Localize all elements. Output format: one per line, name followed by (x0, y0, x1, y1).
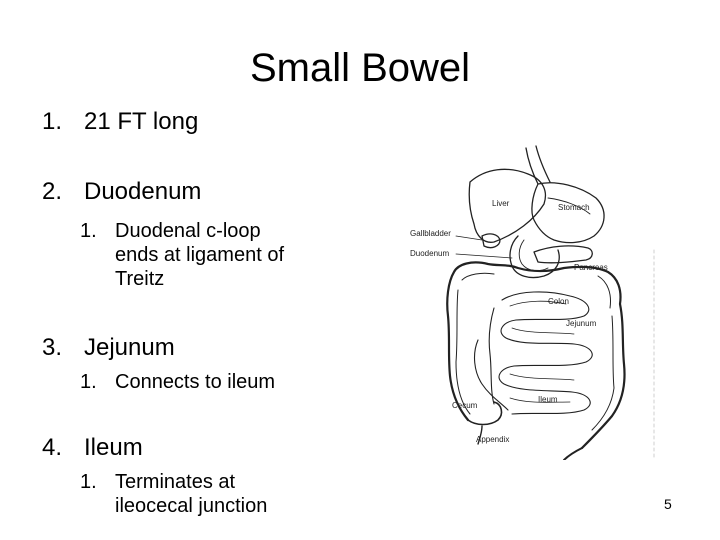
small-intestine-coils (473, 291, 593, 415)
sub-item-ileum: 1. Terminates at ileocecal junction (80, 470, 267, 518)
list-item-length: 1. 21 FT long (42, 108, 198, 136)
cecum (467, 401, 503, 426)
label-ileum: Ileum (538, 395, 558, 404)
list-text: Ileum (84, 434, 143, 461)
sub-line: Connects to ileum (115, 371, 276, 393)
list-number: 4. (42, 434, 63, 461)
appendix (477, 425, 483, 445)
esophagus (525, 145, 551, 185)
sub-number: 1. (80, 371, 97, 393)
label-stomach: Stomach (558, 203, 590, 212)
label-duodenum: Duodenum (410, 249, 449, 258)
label-appendix: Appendix (476, 435, 509, 444)
sub-line: Duodenal c-loop (115, 220, 261, 242)
stomach (531, 182, 605, 244)
gallbladder (481, 233, 501, 249)
label-cecum: Cecum (452, 401, 478, 410)
list-item-jejunum: 3. Jejunum (42, 334, 175, 362)
colon (446, 261, 626, 450)
label-liver: Liver (492, 199, 510, 208)
sub-number: 1. (80, 471, 97, 493)
label-pancreas: Pancreas (574, 263, 608, 272)
duodenum-loop (509, 235, 560, 279)
label-jejunum: Jejunum (566, 319, 597, 328)
sub-line: ends at ligament of (115, 244, 284, 266)
sub-line: Terminates at (115, 471, 236, 493)
sub-item-jejunum: 1. Connects to ileum (80, 370, 275, 394)
list-number: 3. (42, 334, 63, 361)
list-item-duodenum: 2. Duodenum (42, 178, 201, 206)
pancreas (533, 245, 593, 264)
digestive-system-diagram: Liver Stomach Gallbladder Duodenum Pancr… (410, 145, 655, 460)
sub-item-duodenum: 1. Duodenal c-loop ends at ligament of T… (80, 219, 284, 291)
page-number: 5 (664, 496, 672, 512)
liver (468, 168, 547, 243)
label-colon: Colon (548, 297, 569, 306)
list-text: Jejunum (84, 334, 175, 361)
list-text: 21 FT long (84, 108, 199, 135)
label-gallbladder: Gallbladder (410, 229, 451, 238)
list-text: Duodenum (84, 178, 202, 205)
sub-line: Treitz (115, 268, 165, 290)
list-number: 1. (42, 108, 63, 135)
sub-number: 1. (80, 220, 97, 242)
rectum (563, 447, 583, 460)
list-number: 2. (42, 178, 63, 205)
list-item-ileum: 4. Ileum (42, 434, 143, 462)
sub-line: ileocecal junction (115, 495, 268, 517)
slide-title: Small Bowel (249, 46, 471, 90)
